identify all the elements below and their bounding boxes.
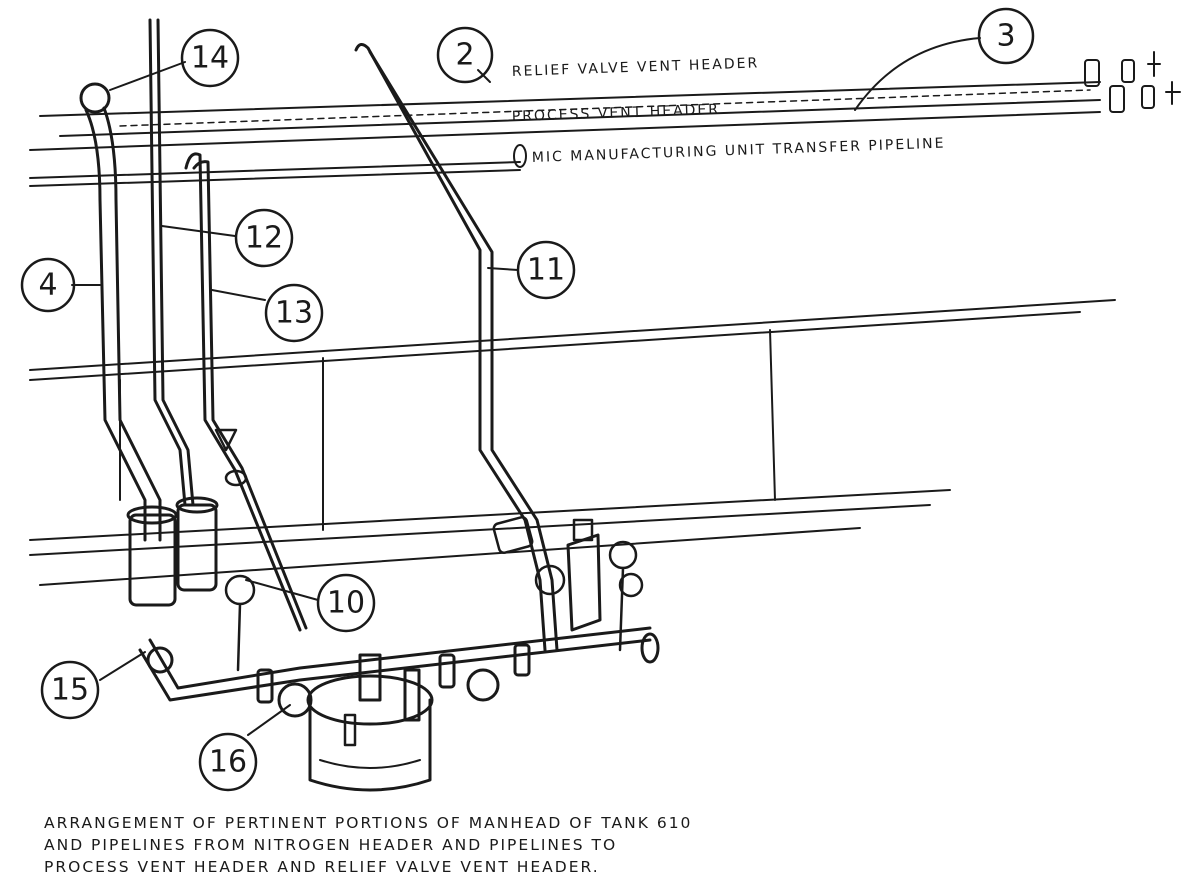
collector-pots	[126, 496, 219, 607]
header-rack	[29, 81, 1101, 187]
callout-3: 3	[977, 7, 1035, 65]
callout-4-number: 4	[38, 268, 57, 303]
callout-3-number: 3	[996, 19, 1015, 54]
callout-14: 14	[180, 28, 240, 88]
pipe-13	[184, 152, 308, 632]
callout-10-number: 10	[327, 586, 365, 621]
relief-valve-vent-header-label: RELIEF VALVE VENT HEADER	[512, 55, 760, 80]
caption-line-1: ARRANGEMENT OF PERTINENT PORTIONS OF MAN…	[44, 814, 693, 832]
pipe-11	[354, 43, 566, 652]
mic-transfer-pipeline-end	[513, 144, 527, 168]
mic-transfer-pipeline-label: MIC MANUFACTURING UNIT TRANSFER PIPELINE	[532, 136, 946, 166]
callout-12: 12	[234, 208, 294, 268]
figure-caption: ARRANGEMENT OF PERTINENT PORTIONS OF MAN…	[44, 812, 944, 878]
bottom-manifold	[138, 626, 660, 718]
callout-15-number: 15	[51, 673, 89, 708]
pressure-gauges	[224, 540, 644, 672]
callout-4: 4	[20, 257, 76, 313]
caption-line-2: AND PIPELINES FROM NITROGEN HEADER AND P…	[44, 836, 618, 854]
callout-11: 11	[516, 240, 576, 300]
relief-valve-vent-header-fittings	[1084, 51, 1181, 113]
process-vent-header-label: PROCESS VENT HEADER	[512, 102, 721, 125]
callout-12-number: 12	[245, 221, 283, 256]
callout-13: 13	[264, 283, 324, 343]
callout-14-number: 14	[191, 41, 229, 76]
callout-leaders	[71, 37, 981, 736]
pipe-12	[148, 18, 195, 507]
callout-16: 16	[198, 732, 258, 792]
relief-valve	[566, 518, 602, 632]
tank-manhead	[306, 653, 434, 792]
callout-15: 15	[40, 660, 100, 720]
callout-13-number: 13	[275, 296, 313, 331]
callout-11-number: 11	[527, 253, 565, 288]
callout-16-number: 16	[209, 745, 247, 780]
caption-line-3: PROCESS VENT HEADER AND RELIEF VALVE VEN…	[44, 858, 600, 876]
callout-10: 10	[316, 573, 376, 633]
callout-2-number: 2	[455, 38, 474, 73]
pipe-4	[79, 82, 162, 542]
callout-2: 2	[436, 26, 494, 84]
